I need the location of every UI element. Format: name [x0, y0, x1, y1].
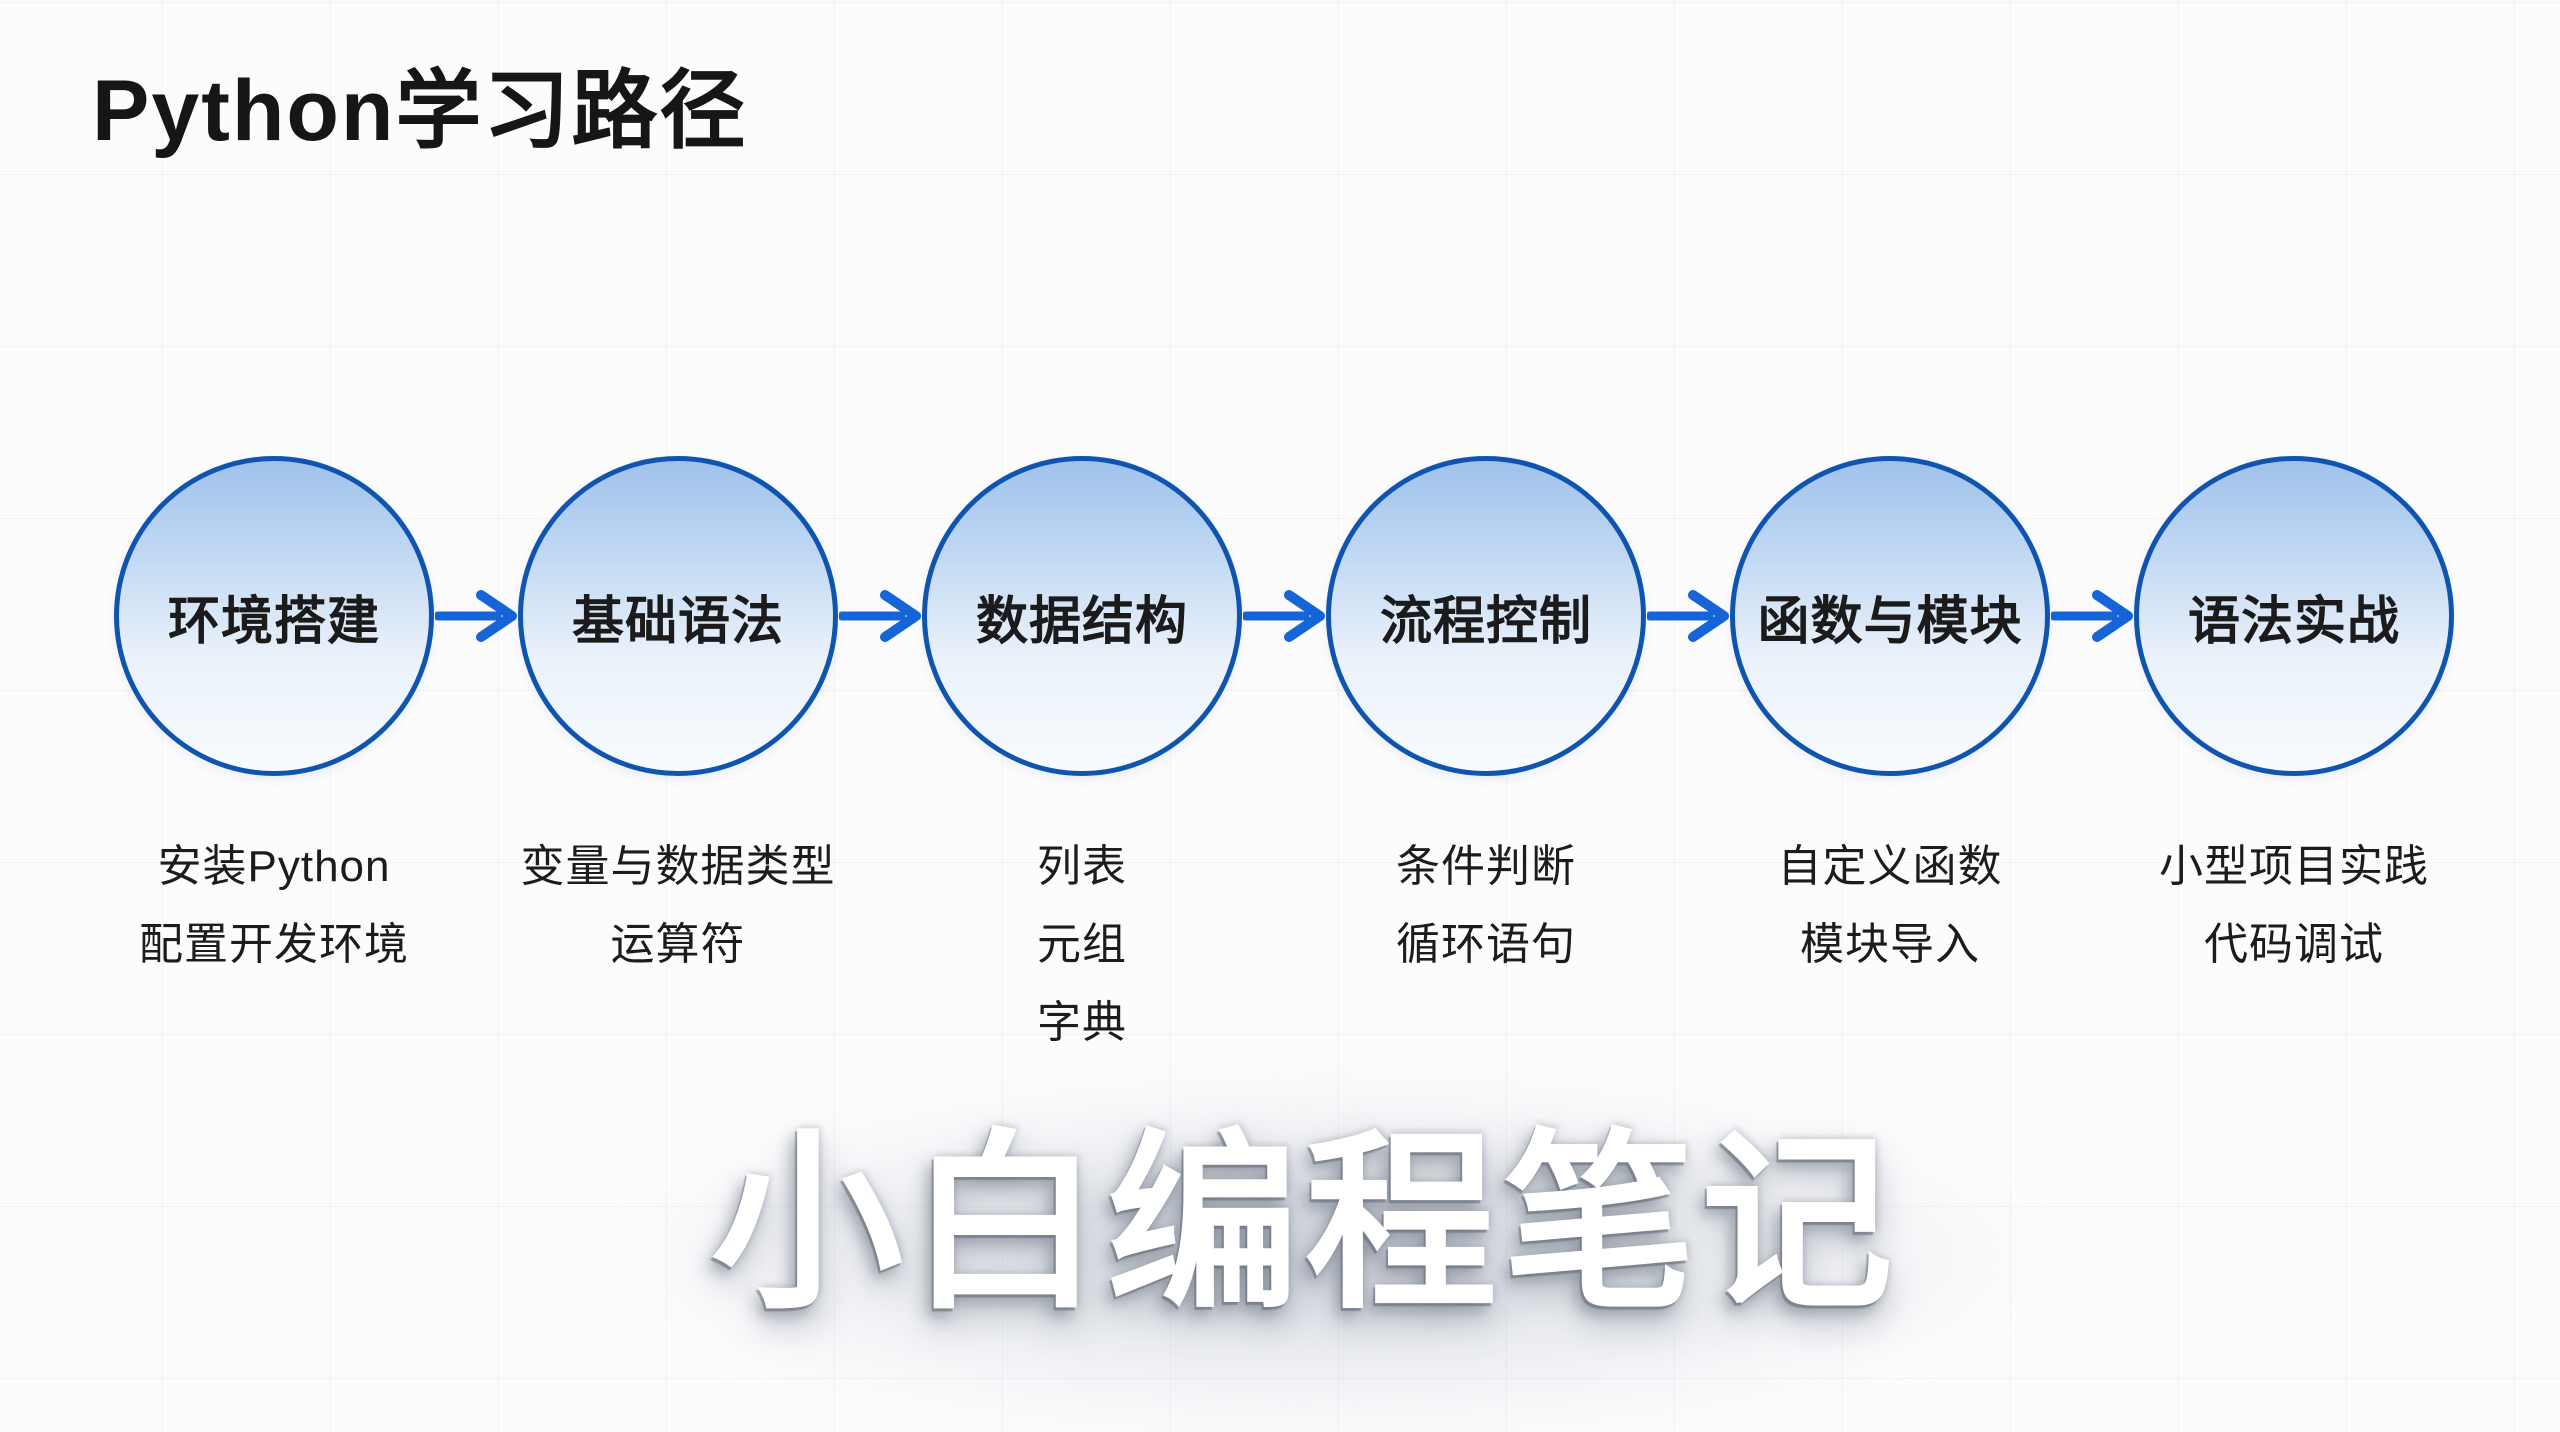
watermark: 小白编程笔记	[711, 1116, 1899, 1331]
watermark-glow	[620, 1080, 2040, 1432]
detail-line: 小型项目实践	[2159, 842, 2429, 891]
step-label: 数据结构	[975, 592, 1188, 651]
detail-line: 字典	[1037, 998, 1127, 1047]
detail-line: 模块导入	[1800, 920, 1980, 969]
detail-line: 代码调试	[2204, 920, 2384, 969]
detail-line: 运算符	[610, 920, 746, 969]
step-circle-2: 基础语法	[518, 456, 838, 776]
flow-arrow-icon	[1241, 586, 1329, 646]
step-details: 条件判断循环语句	[1396, 828, 1576, 984]
step-circle-1: 环境搭建	[114, 456, 434, 776]
step-circle-5: 函数与模块	[1730, 456, 2050, 776]
detail-line: 自定义函数	[1777, 842, 2003, 891]
step-circle-4: 流程控制	[1326, 456, 1646, 776]
detail-line: 列表	[1037, 842, 1127, 891]
page-title: Python学习路径	[92, 63, 748, 159]
flow-arrow-icon	[2049, 586, 2137, 646]
flow-arrow-icon	[1645, 586, 1733, 646]
step-circle-6: 语法实战	[2134, 456, 2454, 776]
step-details: 安装Python 配置开发环境	[139, 828, 409, 984]
detail-line: 安装Python	[157, 842, 391, 891]
detail-line: 变量与数据类型	[520, 842, 836, 891]
step-label: 环境搭建	[167, 592, 380, 651]
step-details: 变量与数据类型运算符	[521, 828, 836, 984]
detail-line: 循环语句	[1396, 920, 1576, 969]
step-details: 列表元组字典	[1037, 828, 1127, 1062]
step-details: 小型项目实践代码调试	[2159, 828, 2429, 984]
flow-arrow-icon	[837, 586, 925, 646]
step-label: 基础语法	[571, 592, 784, 651]
step-circle-3: 数据结构	[922, 456, 1242, 776]
step-label: 函数与模块	[1757, 592, 2023, 651]
detail-line: 条件判断	[1396, 842, 1576, 891]
step-details: 自定义函数模块导入	[1778, 828, 2003, 984]
detail-line: 配置开发环境	[139, 920, 409, 969]
flow-arrow-icon	[433, 586, 521, 646]
step-label: 语法实战	[2187, 592, 2400, 651]
detail-line: 元组	[1037, 920, 1127, 969]
step-label: 流程控制	[1379, 592, 1592, 651]
